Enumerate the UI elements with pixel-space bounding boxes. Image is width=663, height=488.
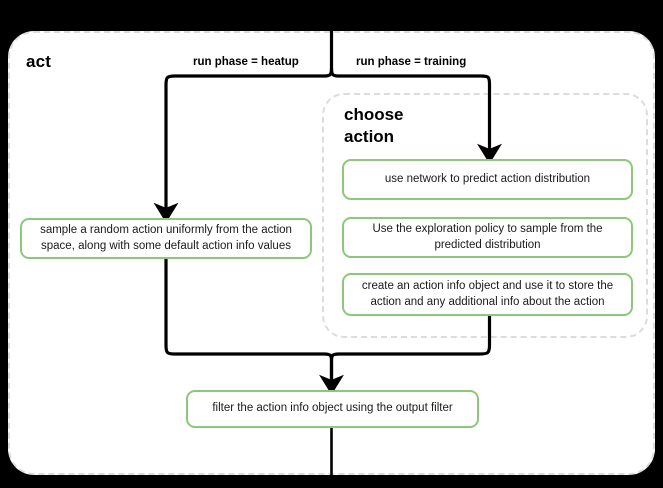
branch-label-training: run phase = training — [356, 56, 467, 68]
branch-label-heatup: run phase = heatup — [193, 56, 299, 68]
choose-action-title-line2: action — [344, 126, 395, 146]
node-use-network-predict[interactable]: use network to predict action distributi… — [342, 159, 633, 200]
choose-action-group-title: choose action — [344, 104, 494, 148]
node-create-action-info[interactable]: create an action info object and use it … — [342, 273, 633, 316]
node-exploration-policy-sample[interactable]: Use the exploration policy to sample fro… — [342, 217, 633, 258]
node-sample-random-action[interactable]: sample a random action uniformly from th… — [20, 218, 312, 259]
node-filter-action-info[interactable]: filter the action info object using the … — [186, 390, 479, 428]
act-group-title: act — [26, 52, 52, 71]
choose-action-title-line1: choose — [344, 105, 404, 124]
